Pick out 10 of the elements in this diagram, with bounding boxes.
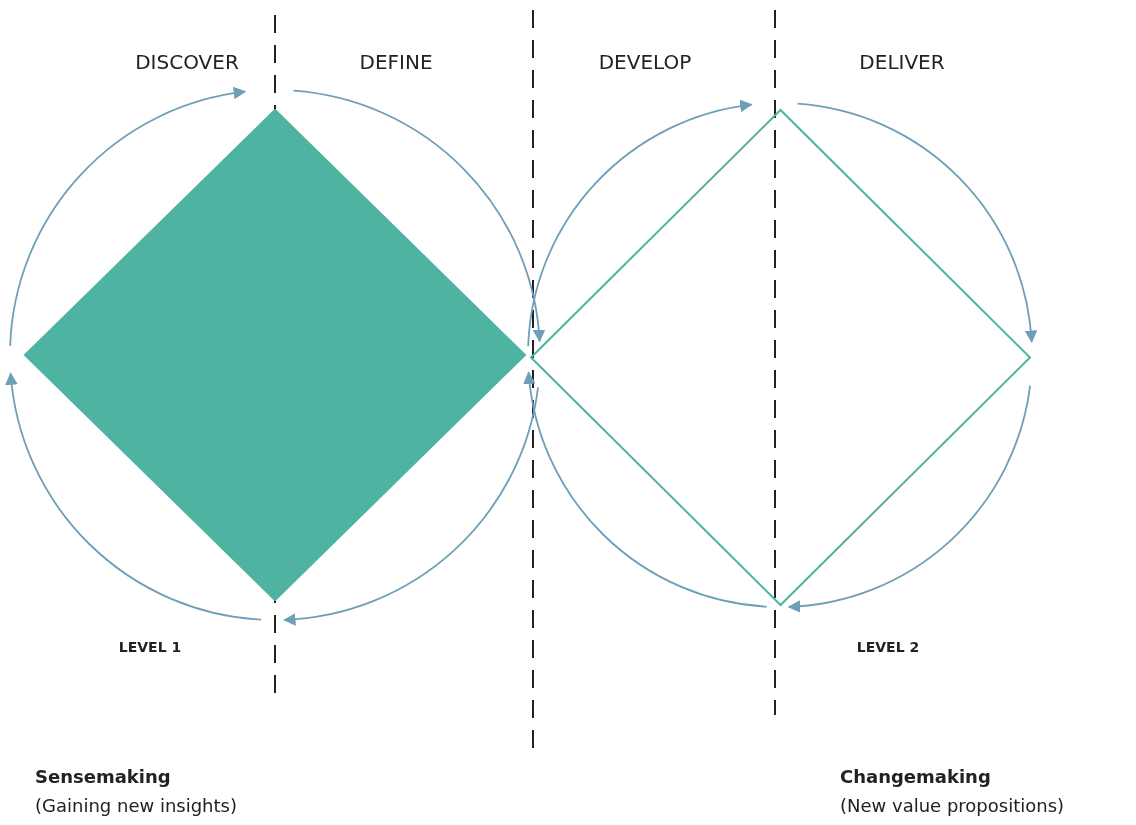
level-label: LEVEL 1 <box>118 638 182 656</box>
level-label: LEVEL 2 <box>856 638 920 656</box>
phase-heading: DISCOVER <box>135 50 239 74</box>
stage-subtitle: (New value propositions) <box>840 795 1065 817</box>
phase-heading: DEFINE <box>359 50 433 74</box>
stage-title: Sensemaking <box>35 766 171 788</box>
stage-title: Changemaking <box>840 766 991 788</box>
stage-subtitle: (Gaining new insights) <box>35 795 237 817</box>
phase-heading: DEVELOP <box>598 50 692 74</box>
phase-heading: DELIVER <box>859 50 945 74</box>
